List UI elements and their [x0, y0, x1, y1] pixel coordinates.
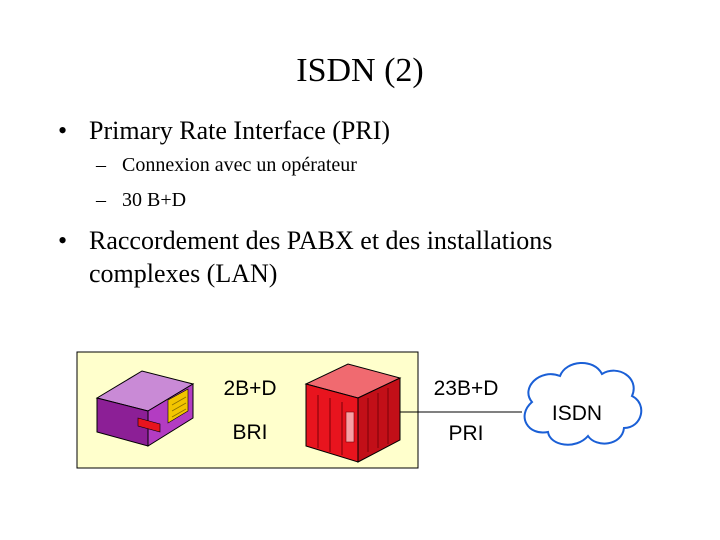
- sub-bullet-connexion-text: Connexion avec un opérateur: [122, 154, 357, 176]
- sub-bullet-30bd: –30 B+D: [96, 189, 186, 212]
- bullet-pri: • Primary Rate Interface (PRI): [58, 116, 390, 146]
- right-channels-label: 23B+D: [434, 377, 499, 400]
- left-interface-label: BRI: [232, 421, 267, 444]
- terminal-device-icon: [95, 370, 195, 447]
- left-channels-label: 2B+D: [223, 377, 276, 400]
- dash-marker: –: [96, 154, 106, 176]
- bullet-pri-text: Primary Rate Interface (PRI): [89, 116, 391, 145]
- right-interface-label: PRI: [448, 422, 483, 445]
- bullet-raccordement: • Raccordement des PABX et des installati…: [58, 224, 552, 290]
- bullet-marker: •: [58, 116, 68, 145]
- bullet-raccordement-line2: complexes (LAN): [89, 259, 278, 288]
- sub-bullet-30bd-text: 30 B+D: [122, 189, 187, 211]
- bullet-marker: •: [58, 226, 68, 255]
- pabx-icon: [304, 363, 402, 463]
- cloud-label: ISDN: [552, 402, 602, 425]
- isdn-cloud-icon: [523, 362, 643, 446]
- dash-marker: –: [96, 189, 106, 211]
- bullet-raccordement-line1: Raccordement des PABX et des installatio…: [89, 226, 553, 255]
- slide-title: ISDN (2): [296, 52, 424, 89]
- sub-bullet-connexion: –Connexion avec un opérateur: [96, 154, 357, 177]
